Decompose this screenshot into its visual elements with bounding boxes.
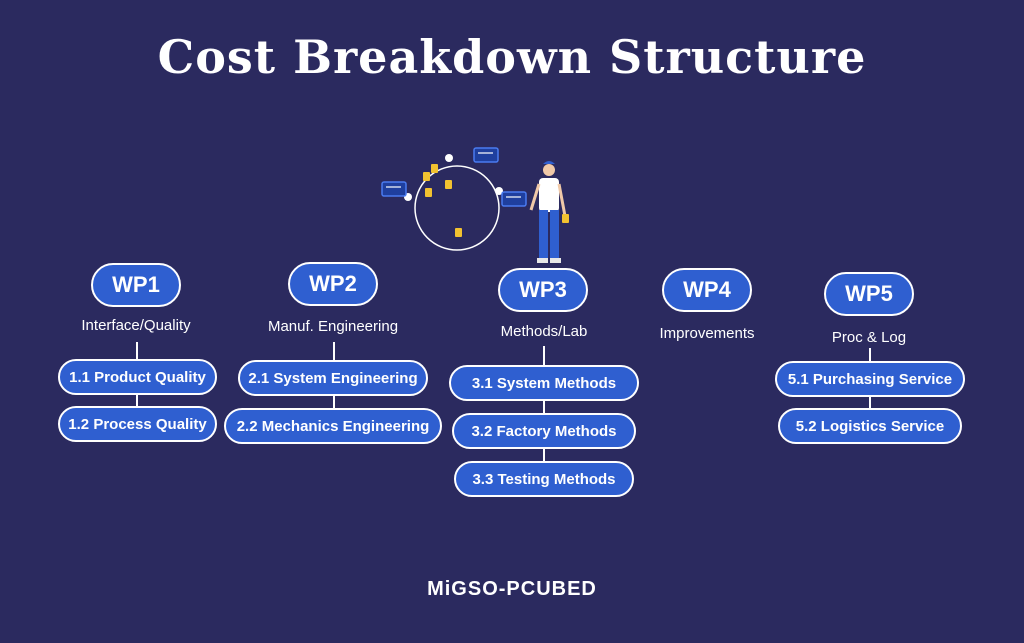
wp2-label: Manuf. Engineering bbox=[267, 318, 399, 335]
wp1-item-2: 1.2 Process Quality bbox=[58, 406, 217, 442]
chat-card-icon bbox=[381, 147, 527, 207]
wp4-label: Improvements bbox=[659, 325, 755, 342]
wp5-label: Proc & Log bbox=[831, 329, 907, 346]
wp2-item-2: 2.2 Mechanics Engineering bbox=[224, 408, 442, 444]
wp5-item-2: 5.2 Logistics Service bbox=[778, 408, 962, 444]
wp5-item-1: 5.1 Purchasing Service bbox=[775, 361, 965, 397]
wp1-label: Interface/Quality bbox=[81, 317, 191, 334]
wp5-node: WP5 bbox=[824, 272, 914, 316]
person-icon bbox=[529, 161, 569, 263]
wp2-item-1: 2.1 System Engineering bbox=[238, 360, 428, 396]
wp2-node: WP2 bbox=[288, 262, 378, 306]
wp3-item-3: 3.3 Testing Methods bbox=[454, 461, 634, 497]
wp3-item-1: 3.1 System Methods bbox=[449, 365, 639, 401]
person-process-illustration bbox=[381, 147, 569, 263]
document-icon bbox=[423, 164, 462, 237]
wp3-node: WP3 bbox=[498, 268, 588, 312]
brand-logo: MiGSO-PCUBED bbox=[427, 578, 597, 600]
wp3-item-2: 3.2 Factory Methods bbox=[452, 413, 636, 449]
wp1-item-1: 1.1 Product Quality bbox=[58, 359, 217, 395]
wp3-connector bbox=[543, 346, 545, 476]
page-title: Cost Breakdown Structure bbox=[157, 30, 867, 84]
wp3-label: Methods/Lab bbox=[500, 323, 588, 340]
process-cycle-icon bbox=[414, 165, 500, 251]
wp4-node: WP4 bbox=[662, 268, 752, 312]
wp1-node: WP1 bbox=[91, 263, 181, 307]
